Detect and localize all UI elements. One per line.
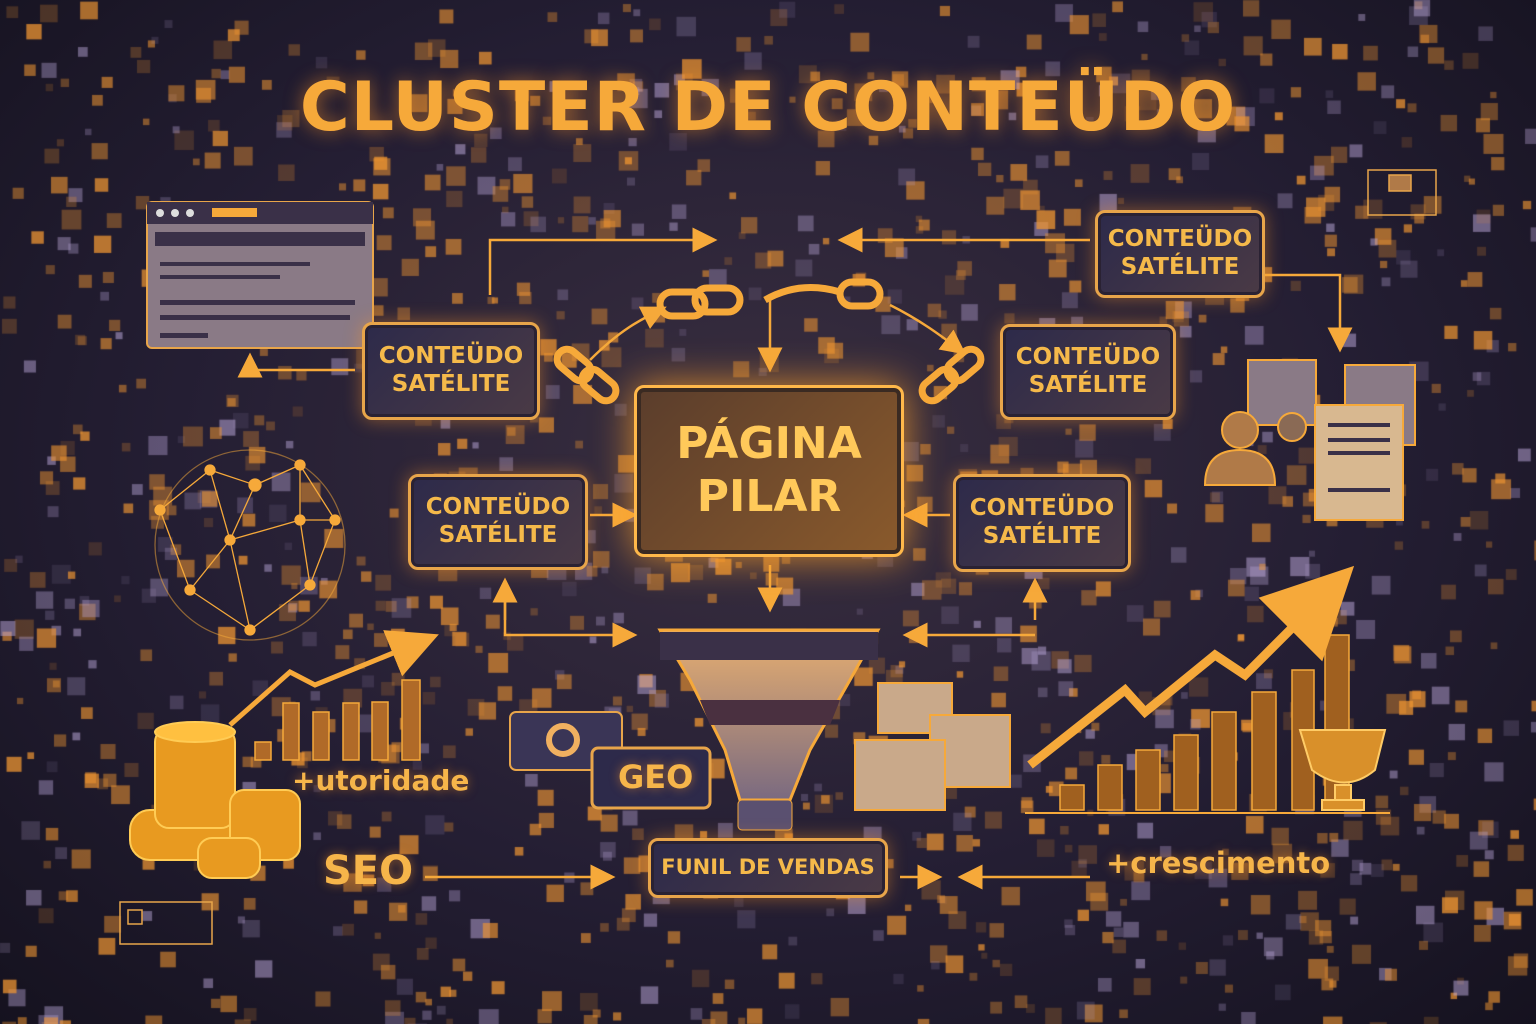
network-globe-icon	[154, 449, 346, 641]
satellite-label: CONTEÜDO	[1107, 226, 1253, 253]
satellite-label: CONTEÜDO	[1015, 344, 1161, 371]
satellite-label: CONTEÜDO	[378, 343, 524, 370]
geo-label: GEO	[618, 758, 694, 796]
page-title: CLUSTER DE CONTEÜDO	[299, 68, 1237, 147]
satellite-box: CONTEÜDO SATÉLITE	[953, 474, 1131, 572]
satellite-label: SATÉLITE	[391, 371, 511, 397]
pillar-label: PÁGINA	[676, 418, 862, 470]
users-documents-icon	[1203, 359, 1416, 521]
satellite-box: CONTEÜDO SATÉLITE	[1000, 324, 1176, 420]
trophy-icon	[1298, 729, 1387, 811]
chat-documents-icon	[854, 682, 1011, 811]
small-panel-icon	[119, 169, 1437, 945]
browser-window-icon	[146, 201, 374, 349]
satellite-box: CONTEÜDO SATÉLITE	[408, 474, 588, 570]
bar-chart-icon	[228, 630, 439, 761]
pillar-page-box: PÁGINA PILAR	[634, 385, 904, 557]
coins-icon	[129, 721, 301, 879]
seo-label: SEO	[323, 848, 414, 894]
satellite-label: SATÉLITE	[438, 522, 558, 548]
satellite-box: CONTEÜDO SATÉLITE	[362, 322, 540, 420]
satellite-label: SATÉLITE	[1120, 254, 1240, 280]
funnel-icon	[657, 628, 881, 831]
satellite-label: CONTEÜDO	[425, 494, 571, 521]
link-chain-icon	[553, 278, 985, 405]
satellite-label: CONTEÜDO	[969, 495, 1115, 522]
sales-funnel-box: FUNIL DE VENDAS	[648, 838, 888, 898]
satellite-label: SATÉLITE	[1028, 372, 1148, 398]
growth-label: +crescimento	[1106, 846, 1331, 880]
satellite-box: CONTEÜDO SATÉLITE	[1095, 210, 1265, 298]
satellite-label: SATÉLITE	[982, 523, 1102, 549]
funnel-label: FUNIL DE VENDAS	[661, 855, 875, 880]
geo-badge	[590, 746, 712, 810]
authority-label: +utoridade	[292, 764, 470, 797]
connector-arrows	[237, 227, 1353, 890]
pillar-label: PILAR	[696, 471, 842, 522]
